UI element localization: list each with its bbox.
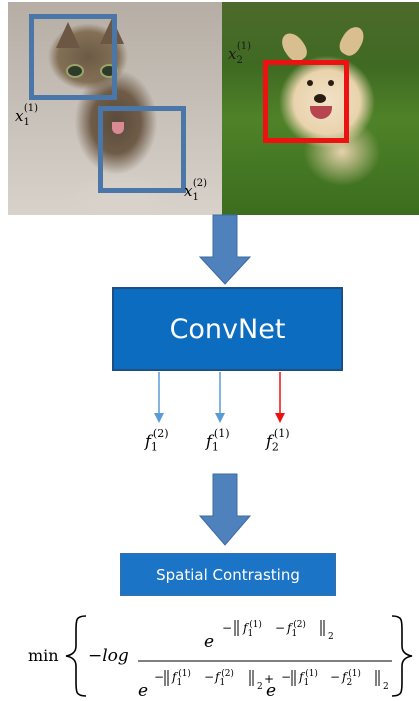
patch-box-x2-1 [263, 60, 349, 143]
loss-formula: min −log e − f1(1) − f1(2) 2 e − f1(1) −… [0, 612, 419, 701]
big-arrow-down-icon-2 [198, 473, 252, 546]
feature-label-f1-2: f1(2) [145, 427, 169, 454]
patch-box-x1-2 [98, 106, 186, 193]
patch-label-x1-1: x1(1) [15, 103, 39, 128]
dog-photo [222, 2, 419, 215]
formula-num-minus: − [222, 621, 233, 635]
formula-num-norm-sub: 2 [328, 632, 334, 642]
feature-label-f2-1: f2(1) [266, 427, 290, 454]
convnet-block: ConvNet [112, 287, 343, 371]
patch-box-x1-1 [29, 14, 117, 100]
formula-den-f-d: f2(1) [342, 669, 361, 688]
feature-label-f1-1: f1(1) [206, 427, 230, 454]
formula-den-minus1: − [154, 670, 165, 684]
formula-den-norm-sub1: 2 [257, 682, 263, 692]
formula-den-f-c: f1(1) [299, 669, 318, 688]
patch-label-x2-1: x2(1) [228, 41, 252, 66]
feature-arrow-f1-1 [215, 372, 225, 423]
formula-den-e2: e [266, 681, 277, 701]
formula-num-minus-2: − [275, 621, 286, 635]
formula-num-f-a: f1(1) [243, 620, 262, 639]
formula-den-e1: e [138, 681, 149, 701]
formula-min: min [28, 646, 59, 665]
dog-eye-right [328, 80, 334, 86]
formula-num-e: e [204, 632, 215, 652]
formula-neg-log: −log [88, 646, 129, 666]
formula-den-minus1b: − [204, 670, 215, 684]
dog-mouth [310, 106, 332, 119]
formula-braces [65, 615, 413, 697]
feature-arrow-f2-1 [275, 372, 285, 423]
formula-num-f-b: f1(2) [287, 620, 306, 639]
patch-label-x1-2: x1(2) [184, 178, 208, 203]
cat-tongue [112, 122, 124, 134]
cat-ear-left [56, 22, 80, 48]
feature-arrow-f1-2 [154, 372, 164, 423]
cat-eye-left [66, 64, 84, 78]
formula-den-f-b: f1(2) [215, 669, 234, 688]
formula-den-norm-sub2: 2 [383, 682, 389, 692]
dog-nose [314, 94, 326, 103]
convnet-label: ConvNet [169, 313, 286, 345]
formula-den-minus2b: − [330, 670, 341, 684]
spatial-contrasting-block: Spatial Contrasting [120, 553, 336, 596]
formula-den-plus: + [264, 672, 275, 686]
dog-eye-left [307, 80, 313, 86]
spatial-contrasting-label: Spatial Contrasting [156, 565, 300, 584]
big-arrow-down-icon [198, 214, 252, 285]
formula-den-f-a: f1(1) [172, 669, 191, 688]
formula-den-minus2: − [281, 670, 292, 684]
